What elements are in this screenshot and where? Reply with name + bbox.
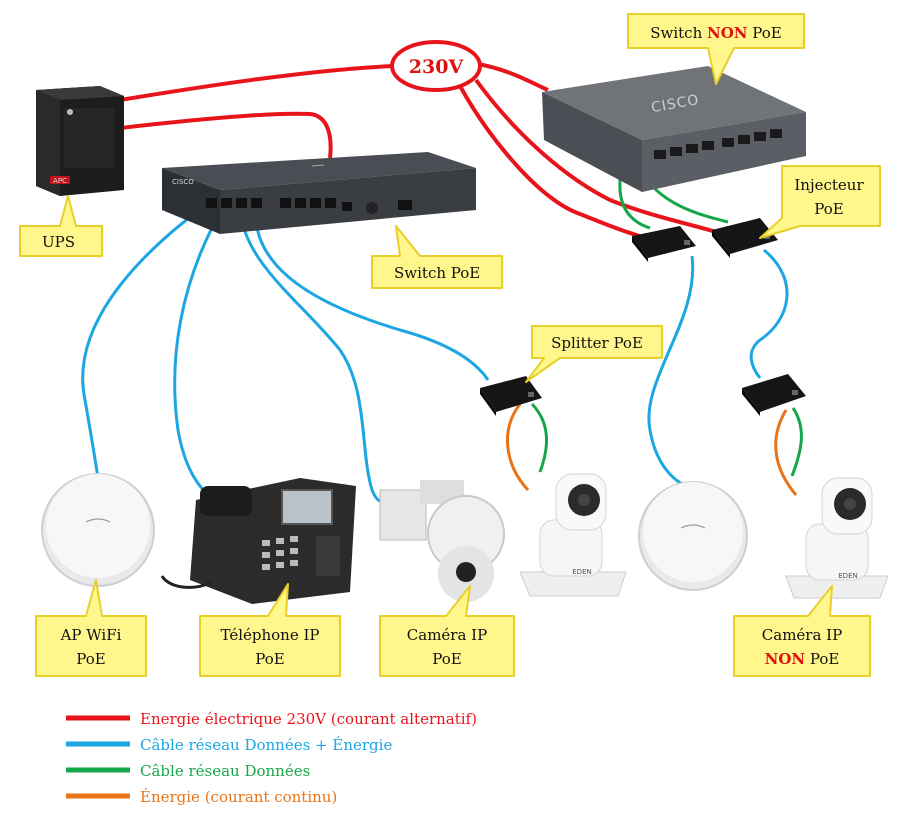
voltage-marker: 230V [390,40,482,92]
label-splitter: Splitter PoE [551,334,643,352]
label-switch-non-poe: Switch NON PoE [650,24,782,42]
callout-splitter: Splitter PoE [525,325,663,383]
label-phone-line2: PoE [255,650,284,668]
label-phone-line1: Téléphone IP [220,626,319,644]
legend-text-power: Energie électrique 230V (courant alterna… [140,710,477,728]
power-cable-ups-switch [119,111,333,159]
label-camera-non-line2: NON PoE [765,650,840,668]
label-ap-line1: AP WiFi [60,626,122,644]
switch-non-poe-ports [654,129,782,159]
label-camera-non-emph: NON [765,650,806,668]
camera-ptz-device [379,480,505,602]
legend-item-dc: Énergie (courant continu) [66,788,337,806]
power-cable-to-injector-1 [458,85,641,238]
ap-wifi-device [41,473,155,587]
legend-item-data: Câble réseau Données [66,762,310,780]
dc-cable-splitter-camera-2 [774,409,798,496]
label-switch-non-poe-prefix: Switch [650,24,707,42]
switch-non-poe-device: CISCO [542,66,806,192]
splitter-2-device [742,374,806,416]
label-injecteur-line2: PoE [814,200,843,218]
power-cable-ups-top [119,64,395,102]
label-injecteur-line1: Injecteur [794,176,864,194]
label-camera-line2: PoE [432,650,461,668]
poe-cable-injector-splitter [749,248,789,379]
camera-ip-2-brand-text: EDEN [838,572,857,580]
callout-injecteur: Injecteur PoE [759,165,881,239]
poe-cable-phone [173,203,227,502]
legend: Energie électrique 230V (courant alterna… [66,710,477,806]
ups-brand-text: APC [53,177,67,185]
camera-ip-2-device: EDEN [785,477,889,599]
legend-item-poe: Câble réseau Données + Énergie [66,736,392,754]
splitter-1-device [480,376,542,416]
callout-ups: UPS [19,195,103,257]
label-ups: UPS [42,233,75,251]
legend-text-dc: Énergie (courant continu) [140,788,337,806]
switch-poe-device: CISCO [162,152,476,234]
power-cable-to-injector-2 [474,78,717,234]
legend-text-poe: Câble réseau Données + Énergie [140,736,392,754]
switch-poe-brand-text: CISCO [172,178,194,186]
ups-device: APC [36,86,124,196]
label-camera-non-suffix: PoE [805,650,839,668]
data-cable-splitter-camera [530,402,549,473]
callout-switch-non-poe: Switch NON PoE [627,13,805,85]
callout-camera-non-poe: Caméra IP NON PoE [733,585,871,677]
poe-cable-splitter [254,203,490,381]
label-camera-non-line1: Caméra IP [762,626,842,644]
switch-poe-ports [206,198,412,214]
phone-keypad [262,536,340,576]
label-switch-non-poe-emph: NON [707,24,748,42]
camera-ip-brand-text: EDEN [572,568,591,576]
poe-cable-ap [81,200,211,479]
callout-switch-poe: Switch PoE [371,225,503,289]
label-ap-line2: PoE [76,650,105,668]
camera-ip-device: EDEN [519,473,627,597]
callout-ap-wifi: AP WiFi PoE [35,579,147,677]
dc-cable-splitter-camera [506,403,530,492]
injector-1-device [632,226,696,262]
voltage-label: 230V [409,56,465,78]
callout-phone: Téléphone IP PoE [199,583,341,677]
label-switch-poe: Switch PoE [394,264,480,282]
ap-wifi-2-device [638,481,748,591]
label-switch-non-poe-suffix: PoE [748,24,782,42]
legend-text-data: Câble réseau Données [140,762,310,780]
ip-phone-device [160,478,356,604]
poe-cable-injector-ap [647,255,695,490]
poe-cable-camera [238,203,385,504]
power-cable-to-nonpoe-switch [477,62,549,92]
data-cable-splitter-camera-2 [790,407,803,477]
callout-camera-poe: Caméra IP PoE [379,585,515,677]
label-camera-line1: Caméra IP [407,626,487,644]
legend-item-power: Energie électrique 230V (courant alterna… [66,710,477,728]
